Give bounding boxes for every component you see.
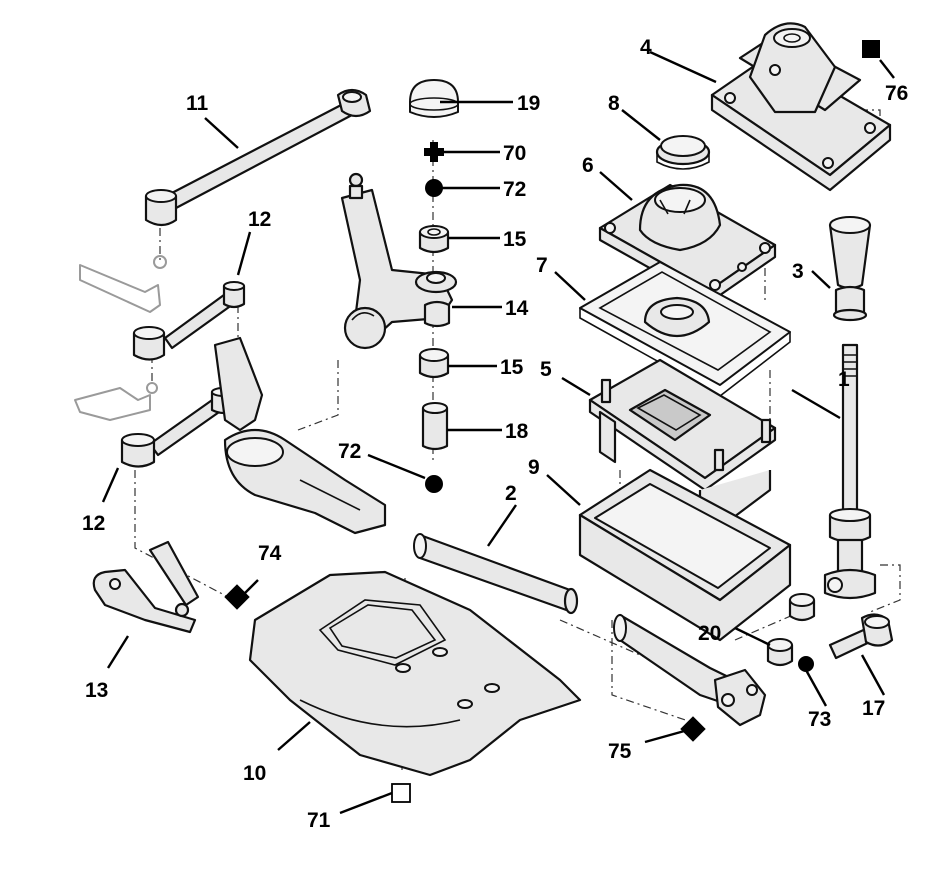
filled-circle-symbol <box>425 179 443 197</box>
part-2-gearshift-rod <box>413 533 767 727</box>
callout-72-upper: 72 <box>503 178 526 201</box>
callout-19: 19 <box>517 92 540 115</box>
filled-square-symbol <box>862 40 880 58</box>
part-11-link-rod <box>79 88 372 313</box>
callout-73: 73 <box>808 708 831 731</box>
filled-square-symbol <box>680 716 706 742</box>
callout-12-upper: 12 <box>248 208 271 231</box>
symbols <box>224 40 880 803</box>
part-8-grommet <box>655 135 711 170</box>
callout-20: 20 <box>698 622 721 645</box>
callout-3: 3 <box>792 260 804 283</box>
callout-70: 70 <box>503 142 526 165</box>
filled-circle-symbol <box>425 475 443 493</box>
part-17-bolt <box>828 613 894 660</box>
plus-symbol <box>424 142 444 162</box>
callout-4: 4 <box>640 36 652 59</box>
callout-15-lower: 15 <box>500 356 524 379</box>
callout-1: 1 <box>838 368 850 391</box>
callout-71: 71 <box>307 809 331 832</box>
callout-18: 18 <box>505 420 529 443</box>
filled-circle-symbol <box>798 656 814 672</box>
part-3-knob <box>828 216 872 322</box>
part-5-mounting-base <box>588 358 777 522</box>
leader-lines <box>101 50 895 815</box>
part-10-heat-shield <box>248 570 582 777</box>
part-14-selector-lever <box>340 172 458 350</box>
callout-14: 14 <box>505 297 529 320</box>
filled-square-symbol <box>224 584 250 610</box>
callout-72-lower: 72 <box>338 440 361 463</box>
part-6-gaiter-housing <box>598 183 777 304</box>
part-1-gear-lever <box>823 343 877 600</box>
callout-2: 2 <box>505 482 517 505</box>
callout-6: 6 <box>582 154 594 177</box>
part-13-bracket <box>92 540 200 634</box>
callout-7: 7 <box>536 254 548 277</box>
callout-5: 5 <box>540 358 552 381</box>
part-15-upper-bush <box>418 225 450 254</box>
callout-75: 75 <box>608 740 632 763</box>
part-20-bushes <box>766 593 816 667</box>
part-12-upper-linkage <box>74 281 246 421</box>
callout-labels: 1 2 3 4 5 6 7 8 9 10 11 12 12 13 14 15 1… <box>82 36 908 832</box>
callout-9: 9 <box>528 456 540 479</box>
part-7-gasket <box>579 261 791 397</box>
callout-15-upper: 15 <box>503 228 527 251</box>
callout-8: 8 <box>608 92 620 115</box>
callout-13: 13 <box>85 679 108 702</box>
callout-11: 11 <box>186 92 209 115</box>
part-4-top-cover <box>710 22 892 192</box>
open-square-symbol <box>391 783 411 803</box>
callout-12-lower: 12 <box>82 512 105 535</box>
part-19-cap <box>409 79 459 118</box>
callout-76: 76 <box>885 82 908 105</box>
callout-74: 74 <box>258 542 282 565</box>
part-18-sleeve <box>421 402 449 451</box>
part-15-lower-bush <box>418 348 450 379</box>
part-pivot-housing <box>213 336 387 535</box>
callout-10: 10 <box>243 762 266 785</box>
part-9-tray <box>578 468 792 642</box>
callout-17: 17 <box>862 697 885 720</box>
